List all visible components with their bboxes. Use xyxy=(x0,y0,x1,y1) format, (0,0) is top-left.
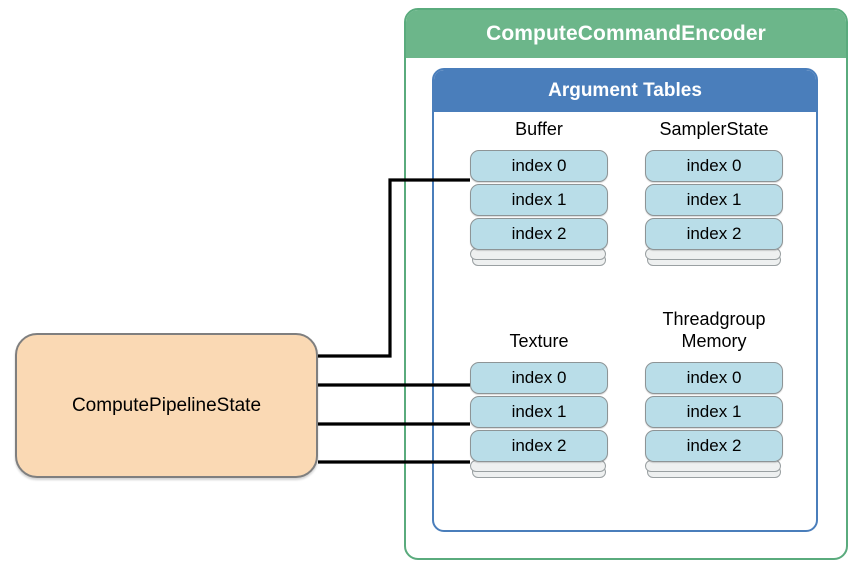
group-label-texture: Texture xyxy=(509,331,569,351)
argument-table-group-texture: Texture index 0 index 1 index 2 xyxy=(470,330,608,495)
group-label-samplerstate: SamplerState xyxy=(659,119,769,139)
card-stack-threadgroup-memory: index 0 index 1 index 2 xyxy=(645,362,783,492)
compute-pipeline-state-label: ComputePipelineState xyxy=(71,394,262,416)
card-buffer-index-1[interactable]: index 1 xyxy=(470,184,608,216)
card-buffer-index-2[interactable]: index 2 xyxy=(470,218,608,250)
card-stack-texture: index 0 index 1 index 2 xyxy=(470,362,608,492)
compute-command-encoder-header: ComputeCommandEncoder xyxy=(406,10,846,58)
card-texture-index-1[interactable]: index 1 xyxy=(470,396,608,428)
compute-pipeline-state-box[interactable]: ComputePipelineState xyxy=(15,333,318,478)
card-threadgroup-memory-index-2[interactable]: index 2 xyxy=(645,430,783,462)
card-samplerstate-index-2[interactable]: index 2 xyxy=(645,218,783,250)
card-buffer-index-0[interactable]: index 0 xyxy=(470,150,608,182)
card-texture-index-0[interactable]: index 0 xyxy=(470,362,608,394)
compute-command-encoder-title: ComputeCommandEncoder xyxy=(486,22,766,45)
argument-table-group-samplerstate: SamplerState index 0 index 1 index 2 xyxy=(645,118,783,283)
card-stack-samplerstate: index 0 index 1 index 2 xyxy=(645,150,783,280)
card-threadgroup-memory-index-0[interactable]: index 0 xyxy=(645,362,783,394)
card-threadgroup-memory-index-1[interactable]: index 1 xyxy=(645,396,783,428)
card-samplerstate-index-1[interactable]: index 1 xyxy=(645,184,783,216)
card-texture-index-2[interactable]: index 2 xyxy=(470,430,608,462)
argument-tables-header: Argument Tables xyxy=(434,70,816,112)
argument-table-group-buffer: Buffer index 0 index 1 index 2 xyxy=(470,118,608,283)
group-label-buffer: Buffer xyxy=(515,119,563,139)
card-stack-buffer: index 0 index 1 index 2 xyxy=(470,150,608,280)
card-samplerstate-index-0[interactable]: index 0 xyxy=(645,150,783,182)
argument-tables-title: Argument Tables xyxy=(548,80,702,101)
argument-table-group-threadgroup-memory: Threadgroup Memory index 0 index 1 index… xyxy=(645,308,783,495)
group-label-threadgroup-memory: Threadgroup Memory xyxy=(662,309,766,351)
